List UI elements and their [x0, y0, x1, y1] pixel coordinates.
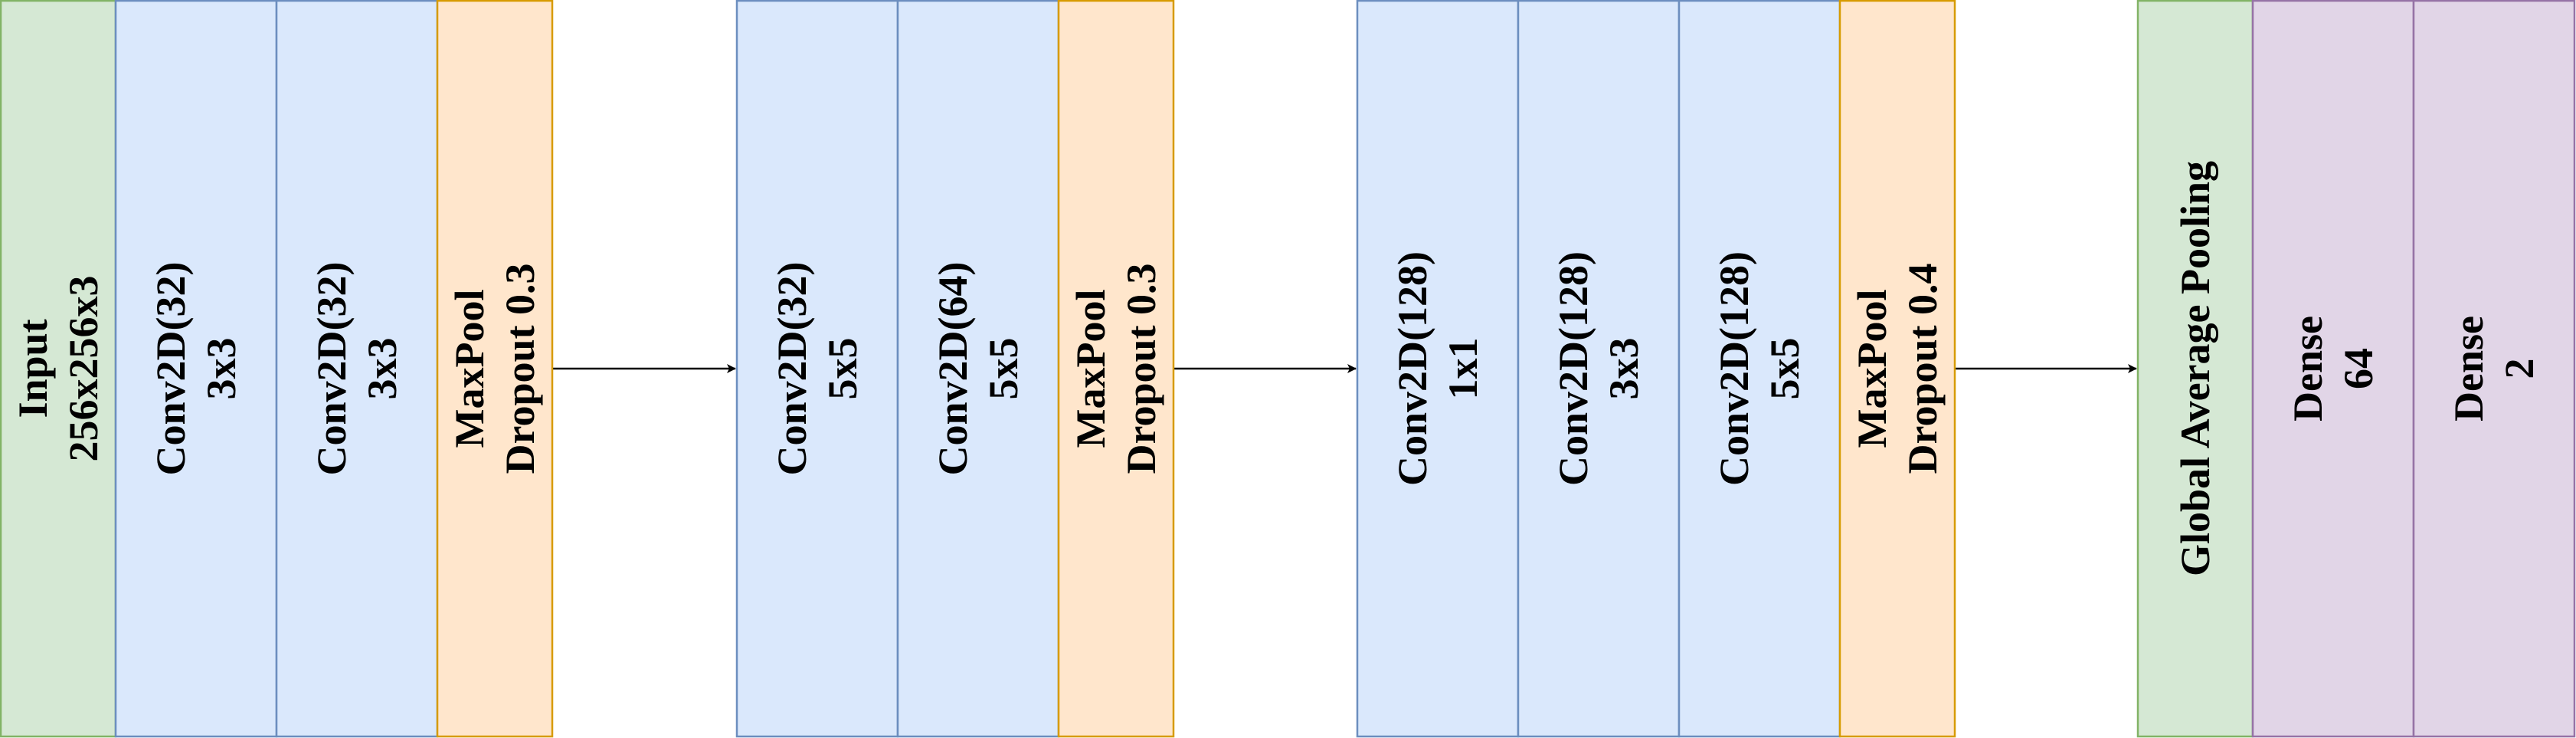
layer-label-line: Conv2D(32): [148, 262, 194, 476]
layer-label-line: MaxPool: [1849, 290, 1895, 448]
layer-label-line: 64: [2335, 348, 2381, 389]
layer-box: [1057, 0, 1175, 738]
layer-box: [114, 0, 278, 738]
layer-label-line: 3x3: [359, 338, 405, 400]
layer-label-line: 5x5: [1762, 338, 1808, 400]
layer-conv: Conv2D(128)1x1: [1356, 0, 1520, 738]
layer-label-line: 3x3: [198, 338, 244, 400]
layer-label-line: Conv2D(128): [1389, 251, 1435, 486]
layer-box: [2136, 0, 2254, 738]
layer-box: [1678, 0, 1841, 738]
layer-input: Global Average Pooling: [2136, 0, 2254, 738]
layer-label-line: MaxPool: [447, 290, 493, 448]
layer-conv: Conv2D(32)3x3: [275, 0, 439, 738]
layer-label-line: Conv2D(32): [309, 262, 355, 476]
layer-label-line: 1x1: [1440, 338, 1486, 400]
layer-conv: Conv2D(64)5x5: [896, 0, 1060, 738]
layer-label-line: Conv2D(32): [769, 262, 815, 476]
layer-box: [1356, 0, 1520, 738]
layer-label-line: Dropout 0.3: [1118, 263, 1164, 474]
layer-box: [436, 0, 554, 738]
layer-label-line: Input: [10, 319, 56, 418]
layer-box: [1517, 0, 1681, 738]
layer-label-line: Dense: [2285, 316, 2331, 421]
layer-label-line: 256x256x3: [61, 276, 106, 462]
layer-label-line: Global Average Pooling: [2172, 161, 2218, 576]
layer-label-line: 2: [2496, 359, 2542, 379]
layer-box: [0, 0, 117, 738]
layer-label-line: MaxPool: [1068, 290, 1114, 448]
layer-label-line: Conv2D(128): [1711, 251, 1757, 486]
layer-box: [1838, 0, 1956, 738]
layer-label-line: Dropout 0.3: [497, 263, 543, 474]
layer-label-line: Conv2D(64): [930, 262, 976, 476]
layer-conv: Conv2D(32)3x3: [114, 0, 278, 738]
layer-label-line: 5x5: [820, 338, 866, 400]
layer-conv: Conv2D(32)5x5: [735, 0, 899, 738]
layer-box: [896, 0, 1060, 738]
layer-box: [2251, 0, 2415, 738]
layer-conv: Conv2D(128)3x3: [1517, 0, 1681, 738]
layer-label-line: Dropout 0.4: [1900, 263, 1946, 474]
layer-box: [735, 0, 899, 738]
layer-label-line: 3x3: [1601, 338, 1647, 400]
layer-label-line: Conv2D(128): [1550, 251, 1596, 486]
layer-label-line: Dense: [2446, 316, 2492, 421]
layer-box: [275, 0, 439, 738]
layer-label-line: 5x5: [980, 338, 1026, 400]
layer-box: [2412, 0, 2576, 738]
layer-conv: Conv2D(128)5x5: [1678, 0, 1841, 738]
